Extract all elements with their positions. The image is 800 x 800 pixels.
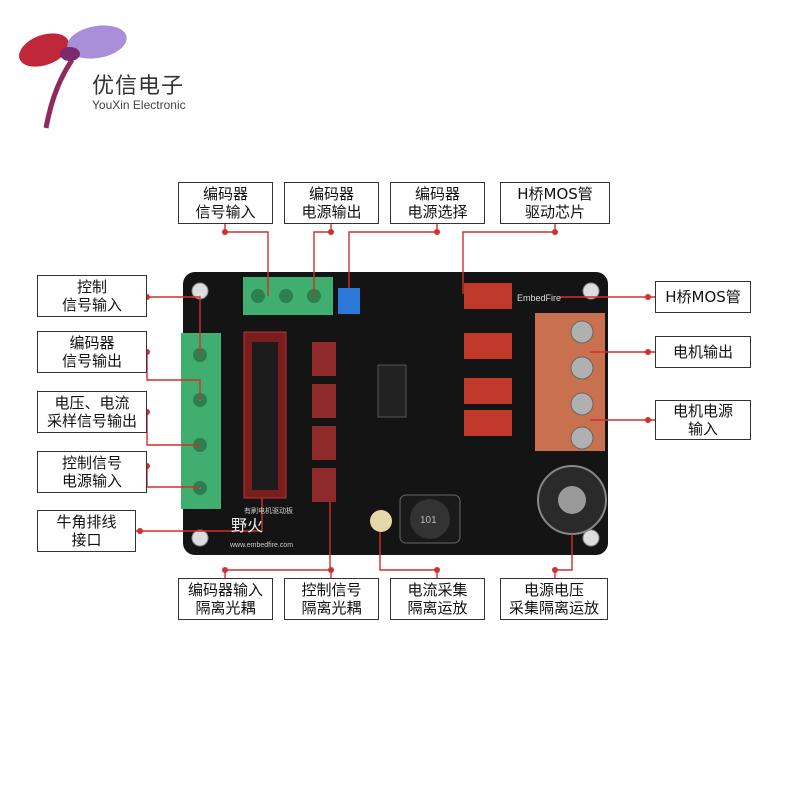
callout-encoder-power-select: 编码器电源选择 [390, 182, 485, 224]
silk-brand: EmbedFire [517, 293, 561, 303]
callout-vi-sample-out: 电压、电流采样信号输出 [37, 391, 147, 433]
callout-motor-power-in: 电机电源输入 [655, 400, 751, 440]
optocoupler [312, 342, 336, 376]
brand-name-en: YouXin Electronic [92, 98, 186, 112]
brand-name-cn: 优信电子 [92, 74, 185, 99]
power-select-jumper [338, 288, 360, 314]
callout-encoder-signal-out: 编码器信号输出 [37, 331, 147, 373]
driver-board [181, 272, 608, 555]
mounting-hole [582, 282, 600, 300]
small-capacitor [370, 510, 392, 532]
callout-ctrl-signal-in: 控制信号输入 [37, 275, 147, 317]
leader-dots [137, 229, 651, 573]
callout-ctrl-power-in: 控制信号电源输入 [37, 451, 147, 493]
callout-encoder-opto: 编码器输入隔离光耦 [178, 578, 273, 620]
callout-encoder-signal-in: 编码器信号输入 [178, 182, 273, 224]
leader-lines [136, 224, 655, 578]
optocoupler [312, 384, 336, 418]
optocoupler [312, 426, 336, 460]
mosfet [464, 378, 512, 404]
silk-logo: 野火 [231, 516, 263, 535]
callout-voltage-amp: 电源电压采集隔离运放 [500, 578, 608, 620]
mosfet [464, 333, 512, 359]
ic-chip [377, 364, 407, 418]
callout-hbridge-mos: H桥MOS管 [655, 281, 751, 313]
callout-current-amp: 电流采集隔离运放 [390, 578, 485, 620]
optocoupler [312, 468, 336, 502]
motor-terminal-block [535, 313, 605, 451]
callout-ribbon-header: 牛角排线接口 [37, 510, 136, 552]
mounting-hole [191, 529, 209, 547]
control-terminal-block [181, 333, 221, 509]
inductor-marking: 101 [420, 515, 437, 526]
callout-encoder-power-out: 编码器电源输出 [284, 182, 379, 224]
mosfet [464, 410, 512, 436]
header-silk: 有刷电机驱动板 [244, 506, 293, 515]
mosfet [464, 283, 512, 309]
brand-logo-icon [19, 25, 127, 129]
callout-ctrl-opto: 控制信号隔离光耦 [284, 578, 379, 620]
callout-motor-out: 电机输出 [655, 336, 751, 368]
mounting-hole [582, 529, 600, 547]
silk-website: www.embedfire.com [229, 542, 293, 549]
callout-hbridge-driver: H桥MOS管驱动芯片 [500, 182, 610, 224]
